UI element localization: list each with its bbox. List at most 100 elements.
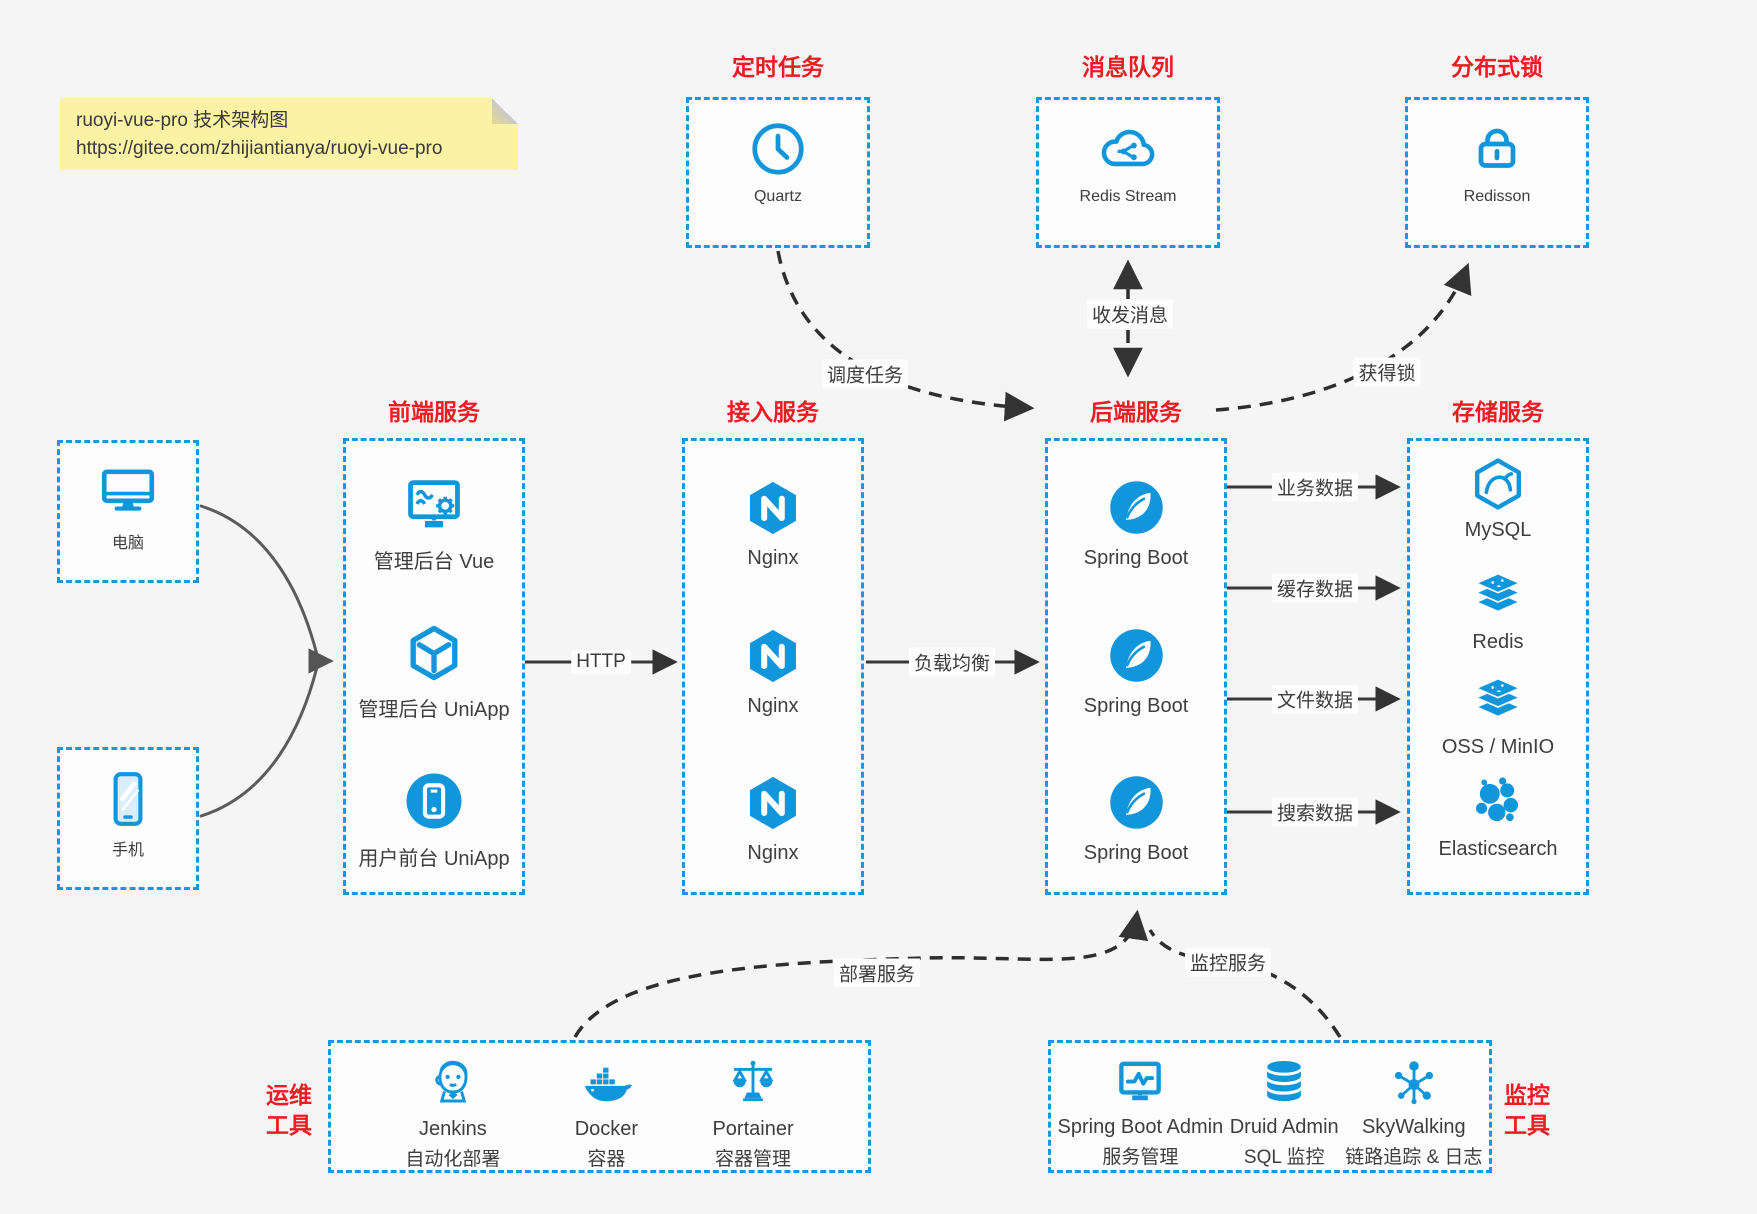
elasticsearch-icon [1469, 774, 1527, 832]
ops-tools-title-line1: 运维 [266, 1082, 312, 1108]
springboot-admin-icon [1114, 1056, 1166, 1108]
docker-icon [579, 1056, 633, 1110]
storage-node-elasticsearch: Elasticsearch [1410, 774, 1586, 861]
quartz-label: Quartz [753, 188, 802, 205]
edge-label-acquire-lock: 获得锁 [1353, 357, 1421, 387]
portainer-icon [726, 1056, 780, 1110]
tool-skywalking: SkyWalking 链路追踪 & 日志 [1345, 1056, 1482, 1169]
redis-label: Redis [1472, 631, 1524, 653]
monitor-tools-box: Spring Boot Admin 服务管理 Druid Admin SQL 监… [1048, 1040, 1492, 1173]
uniapp-cube-icon [402, 621, 466, 685]
gateway-node-nginx-3: Nginx [685, 772, 861, 865]
mysql-icon [1469, 455, 1527, 513]
druid-admin-sub: SQL 监控 [1243, 1147, 1325, 1168]
oss-minio-stack-icon [1469, 672, 1527, 730]
user-app-icon [401, 768, 467, 834]
note-url: https://gitee.com/zhijiantianya/ruoyi-vu… [76, 138, 443, 159]
pc-client-box: 电脑 [57, 440, 199, 583]
edge-label-deploy-service: 部署服务 [833, 958, 921, 988]
nginx-icon [742, 772, 804, 834]
storage-node-mysql: MySQL [1410, 455, 1586, 542]
oss-minio-label: OSS / MinIO [1441, 736, 1555, 758]
edge-mobile-to-frontend [199, 665, 319, 818]
quartz-box: Quartz [686, 97, 870, 248]
desktop-icon [97, 461, 159, 523]
monitor-tools-title-line1: 监控 [1504, 1082, 1550, 1108]
gateway-node-nginx-2: Nginx [685, 625, 861, 718]
springboot-admin-name: Spring Boot Admin [1057, 1116, 1224, 1138]
docker-name: Docker [574, 1118, 639, 1140]
portainer-sub: 容器管理 [715, 1149, 792, 1170]
skywalking-name: SkyWalking [1361, 1116, 1466, 1138]
sticky-note: ruoyi-vue-pro 技术架构图 https://gitee.com/zh… [60, 98, 518, 170]
edge-label-search-data: 搜索数据 [1271, 797, 1359, 827]
cloud-stream-icon [1096, 117, 1160, 181]
pc-label: 电脑 [111, 535, 144, 552]
springboot-label-2: Spring Boot [1083, 695, 1189, 717]
docker-sub: 容器 [587, 1149, 626, 1170]
tool-portainer: Portainer 容器管理 [712, 1056, 794, 1171]
redis-stack-icon [1469, 567, 1527, 625]
group-title-frontend: 前端服务 [388, 399, 480, 425]
monitor-tools-title-line2: 工具 [1504, 1112, 1550, 1138]
clock-icon [748, 119, 808, 179]
elasticsearch-label: Elasticsearch [1438, 838, 1558, 860]
spring-icon [1105, 771, 1168, 834]
mysql-label: MySQL [1464, 519, 1532, 541]
springboot-admin-sub: 服务管理 [1102, 1147, 1179, 1168]
nginx-label-2: Nginx [747, 695, 799, 717]
nginx-icon [742, 477, 804, 539]
gateway-node-nginx-1: Nginx [685, 477, 861, 570]
edge-label-cache-data: 缓存数据 [1271, 573, 1359, 603]
nginx-label-3: Nginx [747, 842, 799, 864]
tool-springboot-admin: Spring Boot Admin 服务管理 [1057, 1056, 1224, 1169]
edge-label-file-data: 文件数据 [1271, 684, 1359, 714]
edge-label-business-data: 业务数据 [1271, 472, 1359, 502]
jenkins-icon [426, 1056, 480, 1110]
lock-icon [1467, 119, 1527, 179]
gateway-box: Nginx Nginx Nginx [682, 438, 864, 895]
edge-acquire-lock [1215, 262, 1472, 412]
group-title-message-queue: 消息队列 [1082, 54, 1174, 80]
edge-pc-to-frontend [199, 504, 319, 657]
nginx-label-1: Nginx [747, 547, 799, 569]
redis-stream-label: Redis Stream [1079, 188, 1177, 205]
spring-icon [1105, 476, 1168, 539]
admin-vue-icon [402, 473, 466, 537]
frontend-box: 管理后台 Vue 管理后台 UniApp 用户前台 UniApp [343, 438, 525, 895]
ops-tools-box: Jenkins 自动化部署 Docker 容器 Portainer 容器管理 [328, 1040, 871, 1173]
druid-admin-name: Druid Admin [1229, 1116, 1339, 1138]
group-title-storage: 存储服务 [1452, 399, 1544, 425]
storage-box: MySQL Redis OSS / MinIO Elasticsearch [1407, 438, 1589, 895]
backend-box: Spring Boot Spring Boot Spring Boot [1045, 438, 1227, 895]
springboot-label-1: Spring Boot [1083, 547, 1189, 569]
note-fold-corner [492, 98, 518, 124]
storage-node-oss-minio: OSS / MinIO [1410, 672, 1586, 759]
admin-uniapp-label: 管理后台 UniApp [358, 699, 510, 721]
redisson-box: Redisson [1405, 97, 1589, 248]
frontend-node-admin-uniapp: 管理后台 UniApp [346, 621, 522, 722]
jenkins-sub: 自动化部署 [405, 1149, 501, 1170]
edge-label-schedule-task: 调度任务 [821, 359, 909, 389]
springboot-label-3: Spring Boot [1083, 842, 1189, 864]
edge-label-send-receive-message: 收发消息 [1086, 299, 1174, 329]
tool-jenkins: Jenkins 自动化部署 [405, 1056, 500, 1171]
spring-icon [1105, 624, 1168, 687]
druid-icon [1258, 1056, 1310, 1108]
skywalking-icon [1388, 1056, 1440, 1108]
note-title: ruoyi-vue-pro 技术架构图 [76, 110, 289, 131]
tool-druid-admin: Druid Admin SQL 监控 [1230, 1056, 1339, 1169]
backend-node-springboot-2: Spring Boot [1048, 624, 1224, 718]
mobile-client-box: 手机 [57, 747, 199, 890]
monitor-tools-title: 监控 工具 [1504, 1080, 1576, 1140]
user-uniapp-label: 用户前台 UniApp [358, 848, 510, 870]
frontend-node-user-uniapp: 用户前台 UniApp [346, 768, 522, 871]
tool-docker: Docker 容器 [575, 1056, 638, 1171]
group-title-gateway: 接入服务 [727, 399, 819, 425]
mobile-icon [97, 768, 159, 830]
mobile-label: 手机 [111, 842, 144, 859]
jenkins-name: Jenkins [418, 1118, 487, 1140]
edge-label-load-balance: 负载均衡 [908, 647, 996, 677]
portainer-name: Portainer [712, 1118, 794, 1140]
skywalking-sub: 链路追踪 & 日志 [1345, 1147, 1483, 1168]
